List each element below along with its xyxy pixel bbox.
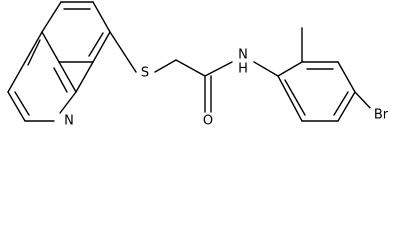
molecule-structure: N S O N H Br [7,1,394,130]
bond [92,1,111,33]
bond [204,61,233,77]
bromine-atom-label: Br [374,108,389,123]
bond [284,79,306,116]
oxygen-atom-label: O [203,114,213,129]
bond [154,59,177,73]
bromotolyl-ring [253,27,373,122]
bond [59,91,77,114]
bond [333,91,349,116]
bond [41,31,60,63]
bond [7,91,26,122]
bond [88,32,104,57]
amide-hydrogen-label: H [238,62,248,77]
bond [41,1,62,33]
bond [7,61,26,93]
bond [53,67,68,93]
sulfur-atom-label: S [141,66,149,81]
bond [337,61,356,93]
atom-labels: N S O N H Br [62,48,394,130]
bond [354,91,373,111]
amide-nitrogen-label: N [238,48,248,63]
bond [277,61,303,77]
bond [253,61,279,77]
bond [337,91,356,122]
quinoline-ring-system [7,1,111,122]
nitrogen-atom-label: N [64,114,74,129]
bond [58,61,77,93]
bond [92,31,111,63]
bond [277,75,303,122]
bond [175,59,206,77]
bond [75,61,94,93]
bond [24,31,43,63]
thioacetamide-linker [109,31,233,113]
bond [27,39,41,66]
bond [14,91,30,116]
bond [109,31,137,73]
